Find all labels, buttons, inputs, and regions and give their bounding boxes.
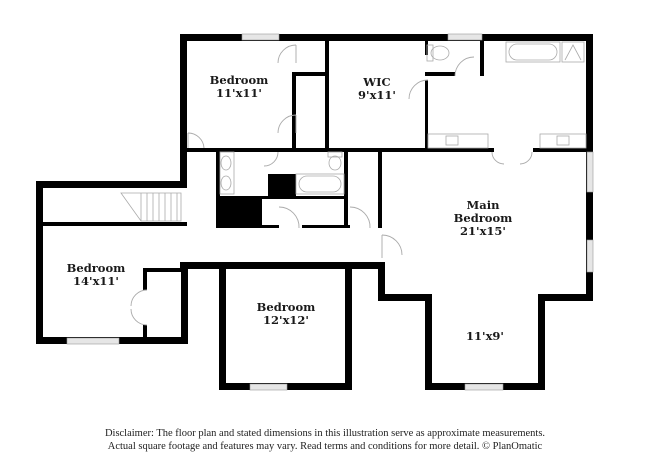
fixtures xyxy=(120,41,587,222)
room-label-bedroom-south: Bedroom 12'x12' xyxy=(246,301,326,327)
room-label-bedroom-west: Bedroom 14'x11' xyxy=(58,262,134,288)
room-name-line1: Main xyxy=(466,198,500,212)
room-label-wic: WIC 9'x11' xyxy=(342,76,412,102)
room-dimensions: 14'x11' xyxy=(73,274,119,288)
room-name: Bedroom xyxy=(209,73,269,87)
interior-walls xyxy=(143,41,593,343)
room-dimensions: 12'x12' xyxy=(263,313,309,327)
room-name: Bedroom xyxy=(66,261,126,275)
room-label-sitting-area: 11'x9' xyxy=(450,330,520,343)
room-dimensions: 11'x11' xyxy=(216,86,262,100)
room-name-line2: Bedroom xyxy=(453,211,513,225)
room-label-main-bedroom: Main Bedroom 21'x15' xyxy=(440,199,526,238)
disclaimer-line-2: Actual square footage and features may v… xyxy=(107,441,543,452)
room-dimensions: 11'x9' xyxy=(466,329,504,343)
room-label-bedroom-nw: Bedroom 11'x11' xyxy=(198,74,280,100)
room-name: WIC xyxy=(363,75,391,89)
windows xyxy=(66,33,594,391)
room-name: Bedroom xyxy=(256,300,316,314)
disclaimer-line-1: Disclaimer: The floor plan and stated di… xyxy=(104,428,546,439)
room-dimensions: 9'x11' xyxy=(358,88,396,102)
doors xyxy=(130,44,533,326)
disclaimer: Disclaimer: The floor plan and stated di… xyxy=(0,427,650,453)
room-dimensions: 21'x15' xyxy=(460,224,506,238)
